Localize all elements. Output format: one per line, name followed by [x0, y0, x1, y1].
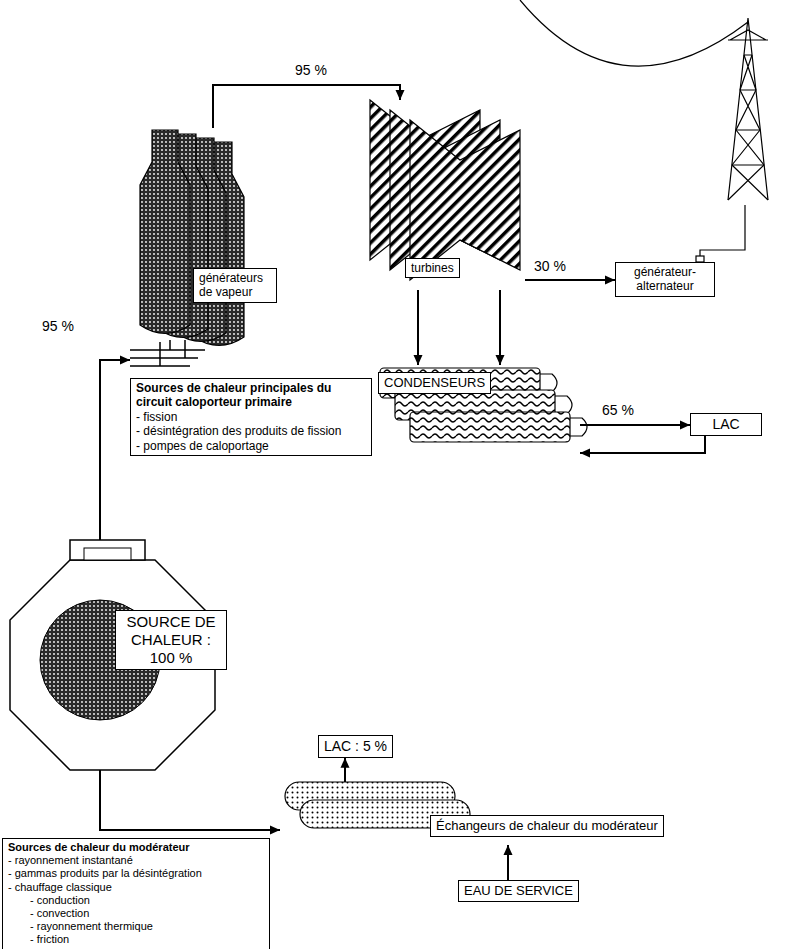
list-item: - chauffage classique	[8, 881, 264, 894]
turbine: turbines	[370, 100, 525, 290]
flow-arrow	[100, 356, 130, 541]
flow-arrow	[341, 758, 350, 782]
heat-exchanger: Échangeurs de chaleur du modérateur	[280, 782, 790, 845]
flow-arrow	[414, 290, 505, 365]
list-item: - gammas produits par la désintégration	[8, 867, 264, 880]
flow-percentage: 65 %	[600, 402, 636, 418]
node-label: SOURCE DE CHALEUR : 100 %	[115, 610, 227, 670]
list-item: - désintégration des produits de fission	[136, 424, 366, 438]
node-label: LAC : 5 %	[324, 738, 387, 755]
lake-box: LAC : 5 %	[318, 735, 393, 758]
flow-percentage: 30 %	[532, 258, 568, 274]
list-item: - rayonnement instantané	[8, 854, 264, 867]
flow-arrow	[100, 770, 280, 835]
heat-source-list: Sources de chaleur principales du circui…	[130, 378, 372, 456]
node-label: Sources de chaleur du modérateur	[8, 841, 264, 854]
flow-arrow	[213, 85, 405, 128]
alternator-box: générateur-alternateur	[615, 262, 715, 297]
list-item: - pompes de caloportage	[136, 439, 366, 453]
moderator-heat-list: Sources de chaleur du modérateur- rayonn…	[2, 838, 270, 949]
node-label: EAU DE SERVICE	[464, 883, 573, 899]
node-label: Échangeurs de chaleur du modérateur	[430, 815, 664, 837]
list-item: - conduction	[8, 894, 264, 907]
lake-box: LAC	[690, 413, 762, 436]
steam-generator: générateurs de vapeur	[130, 128, 265, 372]
flow-arrow	[525, 276, 615, 285]
flow-percentage: 95 %	[293, 62, 329, 78]
list-item: - fission	[136, 410, 366, 424]
service-water-box: EAU DE SERVICE	[458, 880, 579, 902]
node-label: turbines	[405, 258, 460, 278]
node-label: CONDENSEURS	[378, 372, 491, 394]
condenser: CONDENSEURS	[375, 365, 580, 450]
flow-arrow	[504, 845, 513, 880]
reactor: SOURCE DE CHALEUR : 100 %	[10, 540, 215, 770]
node-label: générateur-alternateur	[621, 265, 709, 294]
list-item: - friction	[8, 933, 264, 946]
node-label: LAC	[696, 416, 756, 433]
list-item: - rayonnement thermique	[8, 920, 264, 933]
flow-percentage: 95 %	[40, 318, 76, 334]
list-item: - convection	[8, 907, 264, 920]
flow-arrow	[580, 436, 705, 458]
node-label: Sources de chaleur principales du circui…	[136, 381, 366, 410]
flow-arrow	[580, 421, 690, 430]
node-label: générateurs de vapeur	[193, 268, 277, 303]
